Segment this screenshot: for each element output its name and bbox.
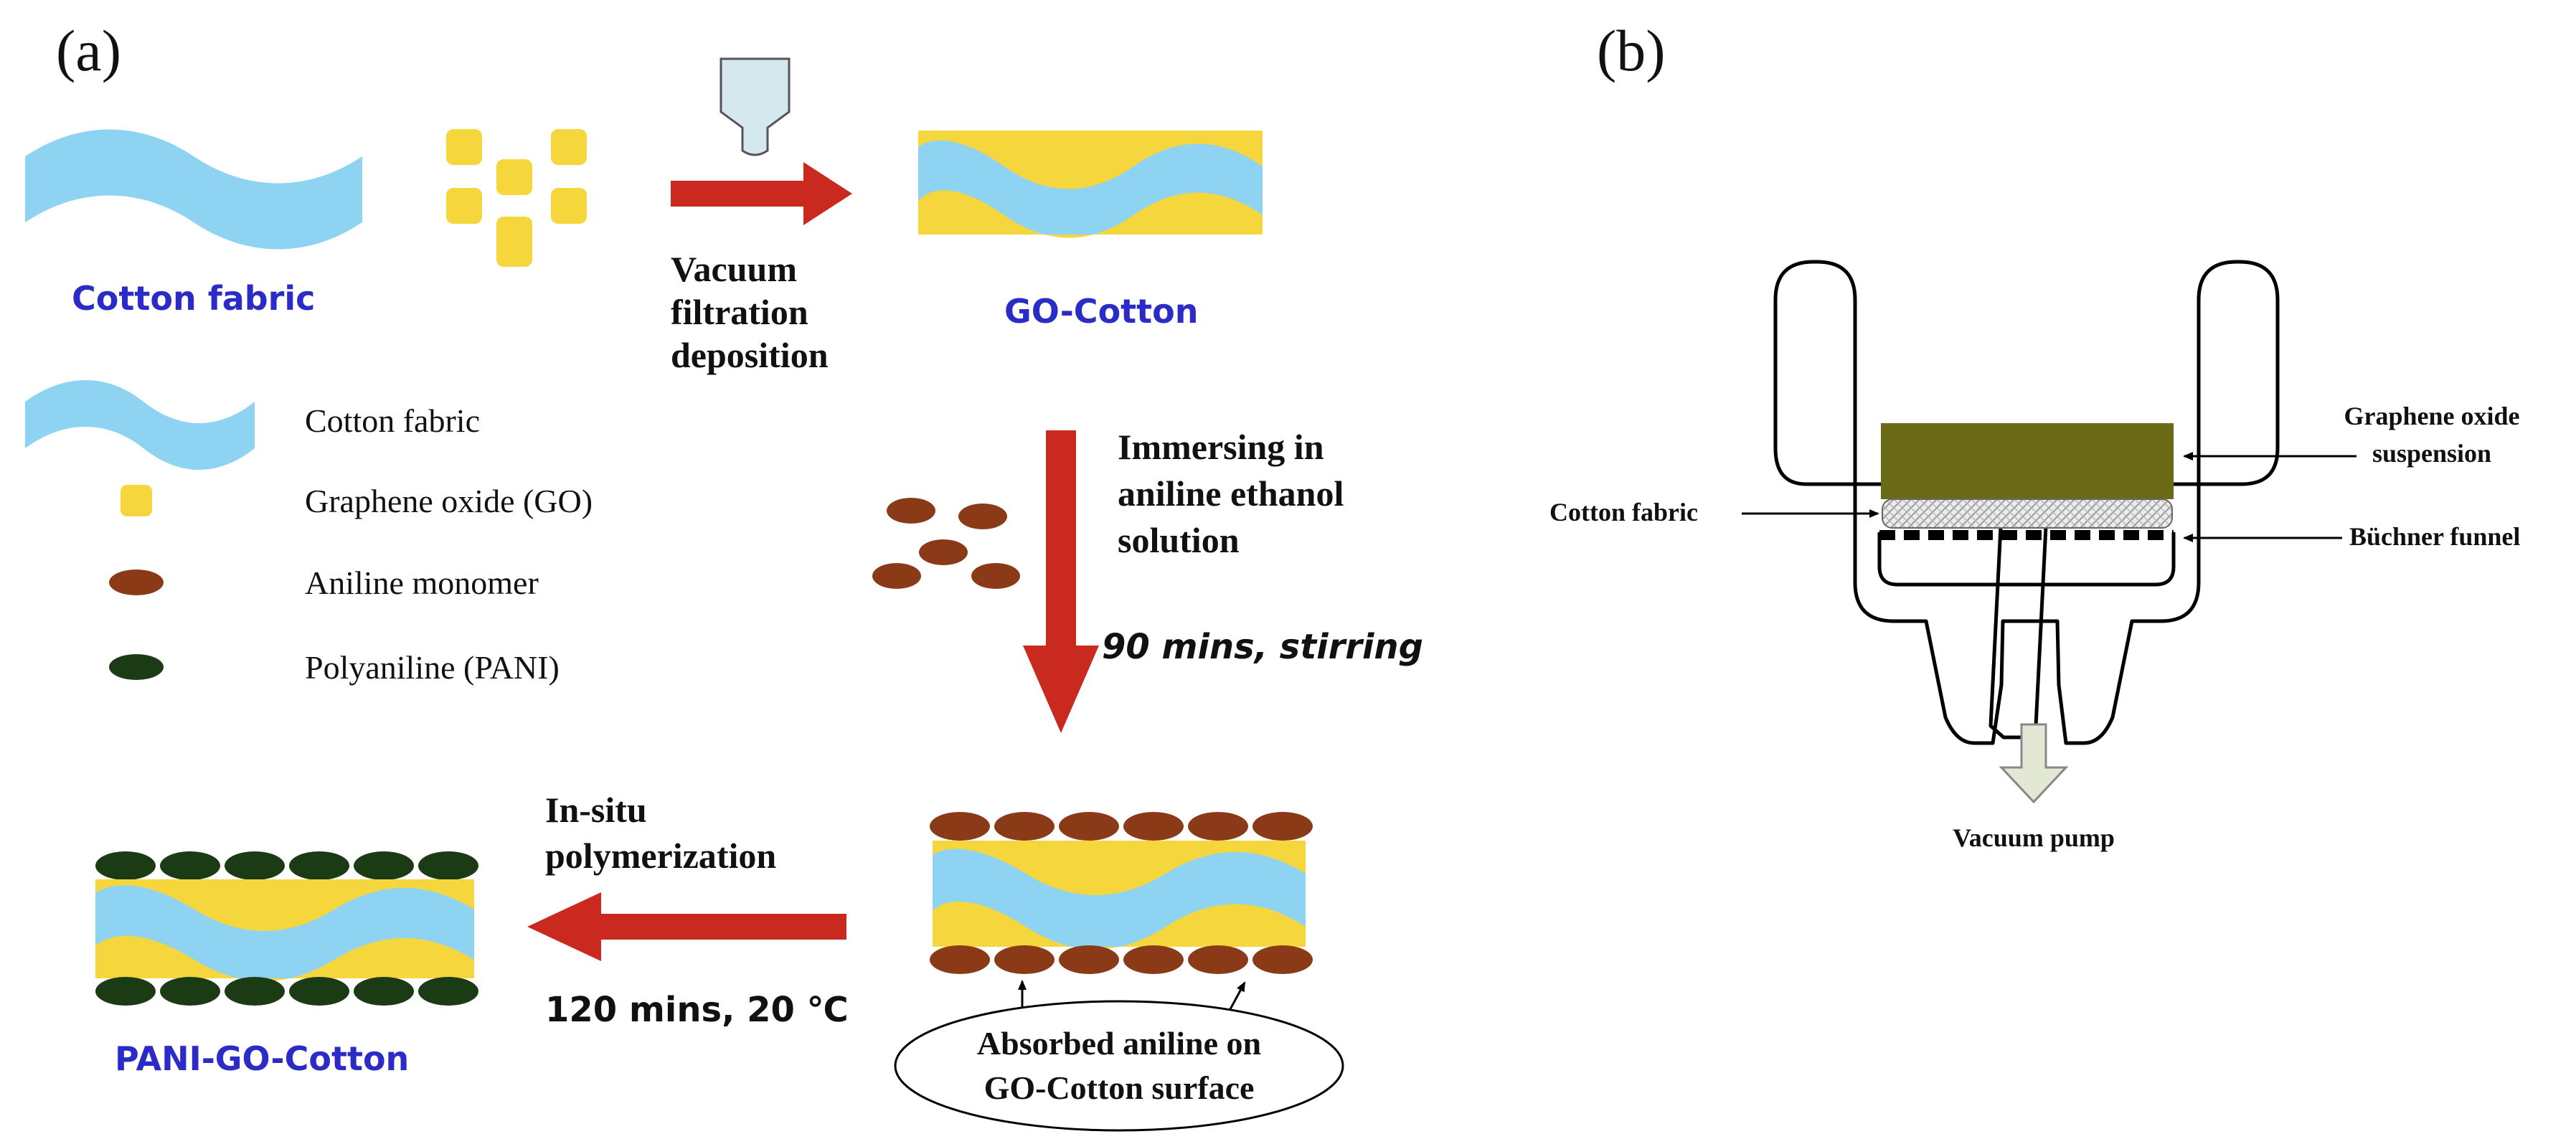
go-particle [446,188,482,224]
vacuum-filtration-arrow [671,162,852,225]
buchner-funnel-label: Büchner funnel [2349,522,2520,551]
go-particle [551,188,587,224]
legend-aniline-icon [109,570,164,595]
go-particle [496,159,532,195]
vacuum-filtration-line: filtration [671,292,808,332]
legend-label: Aniline monomer [305,564,539,601]
polymerization-condition: 120 mins, 20 ℃ [545,990,849,1030]
pani-go-cotton-sample [95,851,478,1006]
aniline-monomer [971,563,1020,589]
legend: Cotton fabric Graphene oxide (GO) Anilin… [25,380,593,686]
aniline-monomer [887,498,935,524]
legend-label: Graphene oxide (GO) [305,483,593,519]
stirring-condition: 90 mins, stirring [1102,627,1423,667]
immersing-text: Immersing in aniline ethanol solution [1118,427,1344,560]
legend-go-icon [121,485,152,516]
filtration-nozzle-icon [720,57,791,156]
immersing-arrow [1023,430,1099,733]
filtration-flask-outline [1773,260,2280,745]
cotton-fabric-label: Cotton fabric [72,279,315,318]
polymerization-arrow [527,892,846,961]
panel-b-label: (b) [1597,18,1666,83]
callout-ellipse [894,1000,1344,1132]
graphene-oxide-suspension-label: suspension [2372,439,2491,468]
legend-pani-icon [109,654,164,680]
graphene-oxide-suspension-label: Graphene oxide [2344,402,2519,430]
polymerization-text: In-situ polymerization [545,790,776,876]
callout-line: Absorbed aniline on [977,1025,1261,1062]
go-particles-cluster [446,129,587,267]
cotton-fabric-layer [1882,498,2173,529]
aniline-monomers-cluster [872,498,1020,589]
cotton-fabric-wave [25,129,362,250]
legend-cotton-icon [25,380,255,470]
callout-line: GO-Cotton surface [984,1069,1255,1106]
graphene-oxide-suspension [1881,423,2174,499]
legend-label: Polyaniline (PANI) [305,649,560,686]
go-particle [446,129,482,165]
polymerization-line: In-situ [545,790,647,830]
go-cotton-sample [918,131,1263,238]
vacuum-filtration-line: deposition [671,335,829,375]
vacuum-filtration-line: Vacuum [671,249,797,289]
immersing-line: solution [1118,520,1240,560]
absorbed-aniline-sample [930,812,1313,974]
vacuum-pump-label: Vacuum pump [1953,823,2115,852]
go-particle [551,129,587,165]
aniline-monomer [919,539,968,565]
aniline-monomer [872,563,921,589]
cotton-fabric-b-label: Cotton fabric [1549,498,1698,526]
polymerization-line: polymerization [545,836,776,876]
immersing-line: aniline ethanol [1118,473,1344,514]
immersing-line: Immersing in [1118,427,1324,467]
legend-label: Cotton fabric [305,402,480,439]
vacuum-pump-arrow-icon [1999,723,2069,804]
panel-a-label: (a) [56,18,121,83]
vacuum-filtration-text: Vacuum filtration deposition [671,249,829,375]
aniline-monomer [958,504,1007,529]
buchner-funnel-bowl [1877,532,2176,587]
pani-go-cotton-label: PANI-GO-Cotton [115,1039,409,1078]
go-cotton-label: GO-Cotton [1004,292,1199,331]
go-particle [496,231,532,267]
